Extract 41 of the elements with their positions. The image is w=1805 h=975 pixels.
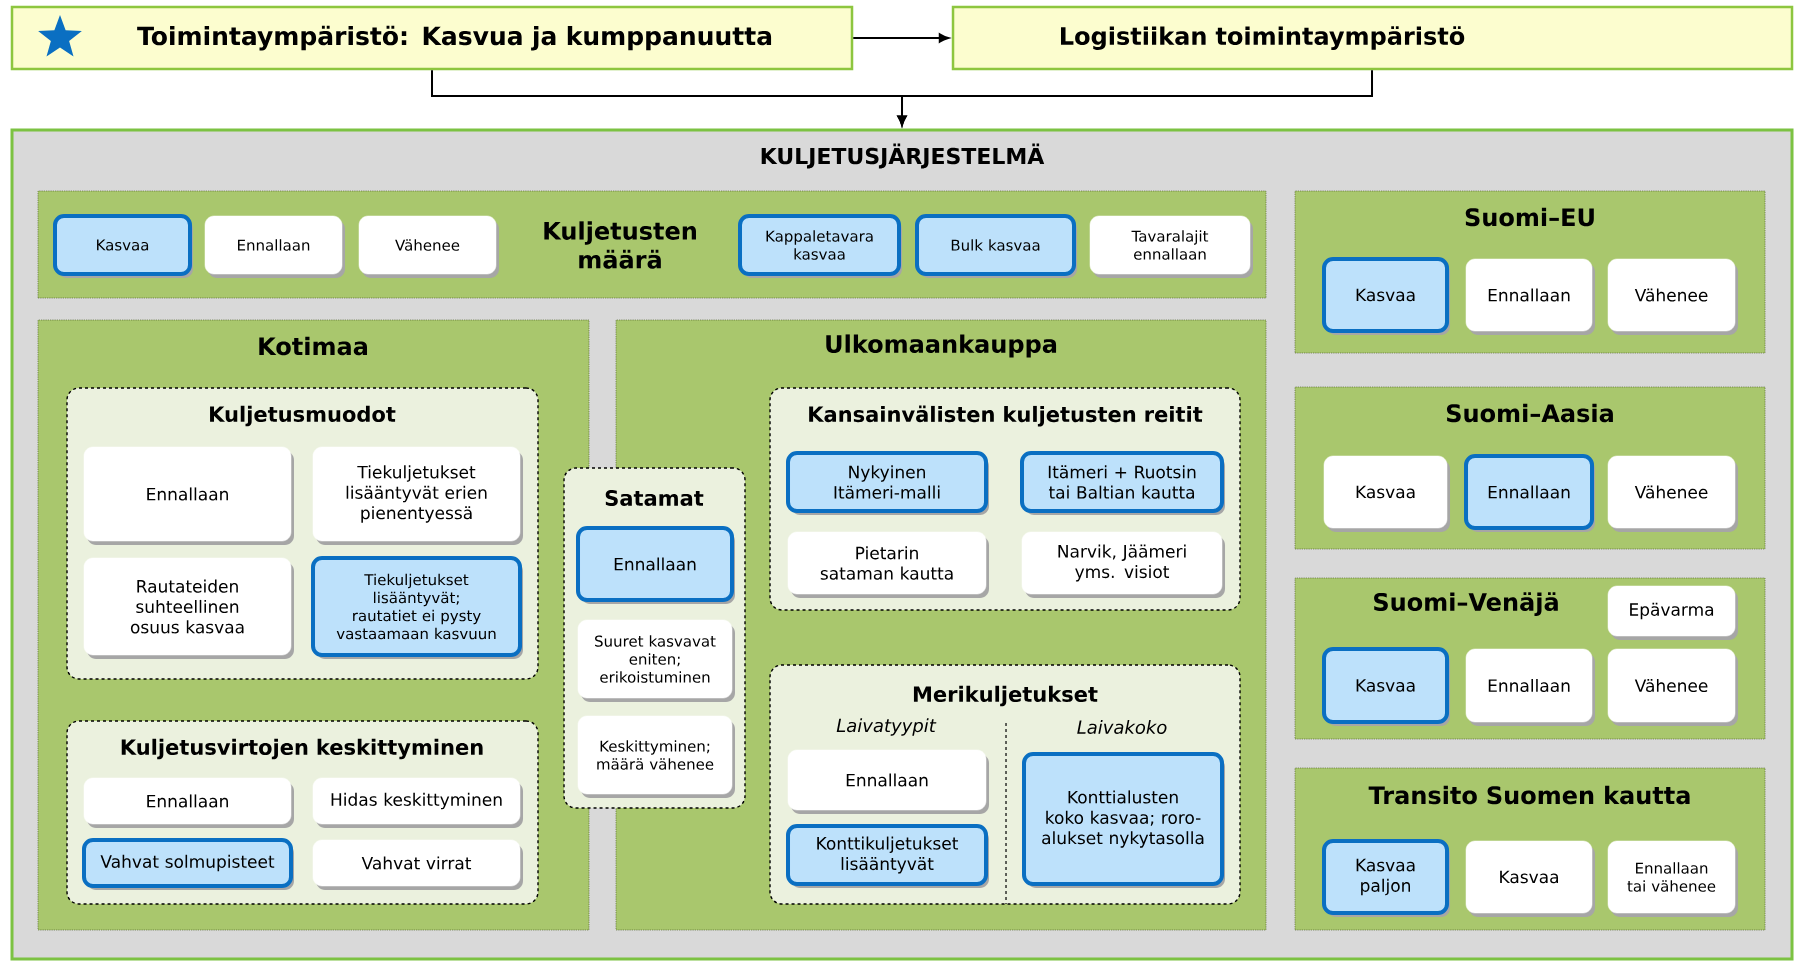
- arrow: [897, 69, 1373, 126]
- highlighted-option-box: Kasvaa: [1322, 257, 1450, 335]
- option-box: Tiekuljetukset lisääntyvät erien pienentyessä: [312, 446, 523, 545]
- option-box: Ennallaan: [1465, 648, 1595, 726]
- option-box: Kasvaa: [1323, 455, 1450, 532]
- option-box: Ennallaan: [1465, 258, 1595, 335]
- highlighted-option-box: Kasvaa: [53, 214, 193, 278]
- option-box: Pietarin sataman kautta: [787, 531, 989, 598]
- option-box: Hidas keskittyminen: [312, 777, 523, 828]
- option-box: Ennallaan: [787, 749, 989, 814]
- arrow: [852, 33, 950, 43]
- option-box: Vahvat virrat: [312, 839, 523, 890]
- option-box: Ennallaan: [204, 215, 345, 278]
- highlighted-option-box: Nykyinen Itämeri-malli: [786, 451, 989, 515]
- header-box: Toimintaympäristö: Kasvua ja kumppanuutta: [10, 5, 854, 71]
- highlighted-option-box: Kasvaa paljon: [1322, 839, 1450, 917]
- option-box: Vähenee: [358, 215, 499, 278]
- highlighted-option-box: Bulk kasvaa: [915, 214, 1077, 278]
- highlighted-option-box: Ennallaan: [576, 526, 735, 604]
- option-box: Keskittyminen; määrä vähenee: [577, 715, 735, 798]
- option-box: Suuret kasvavat eniten; erikoistuminen: [577, 619, 735, 702]
- highlighted-option-box: Itämeri + Ruotsin tai Baltian kautta: [1020, 451, 1225, 515]
- header-box: Logistiikan toimintaympäristö: [951, 5, 1794, 71]
- option-box: Vähenee: [1607, 258, 1738, 335]
- option-box: Narvik, Jäämeri yms. visiot: [1021, 531, 1225, 598]
- highlighted-option-box: Kappaletavara kasvaa: [738, 214, 902, 278]
- highlighted-option-box: Ennallaan: [1464, 454, 1595, 532]
- highlighted-option-box: Kasvaa: [1322, 647, 1450, 726]
- highlighted-option-box: Konttikuljetukset lisääntyvät: [786, 824, 989, 888]
- highlighted-option-box: Tiekuljetukset lisääntyvät; rautatiet ei pysty vastaamaan kasvuun: [311, 556, 523, 659]
- option-box: Vähenee: [1607, 648, 1738, 726]
- option-box: Kasvaa: [1465, 840, 1595, 917]
- option-box: Epävarma: [1607, 585, 1738, 640]
- option-box: Rautateiden suhteellinen osuus kasvaa: [83, 557, 294, 659]
- option-box: Ennallaan: [83, 777, 294, 828]
- option-box: Ennallaan: [83, 446, 294, 545]
- highlighted-option-box: Vahvat solmupisteet: [82, 838, 294, 890]
- option-box: Ennallaan tai vähenee: [1607, 840, 1738, 917]
- option-box: Tavaralajit ennallaan: [1089, 215, 1253, 278]
- highlighted-option-box: Konttialusten koko kasvaa; roro-alukset nykytasolla: [1022, 752, 1225, 888]
- option-box: Vähenee: [1607, 455, 1738, 532]
